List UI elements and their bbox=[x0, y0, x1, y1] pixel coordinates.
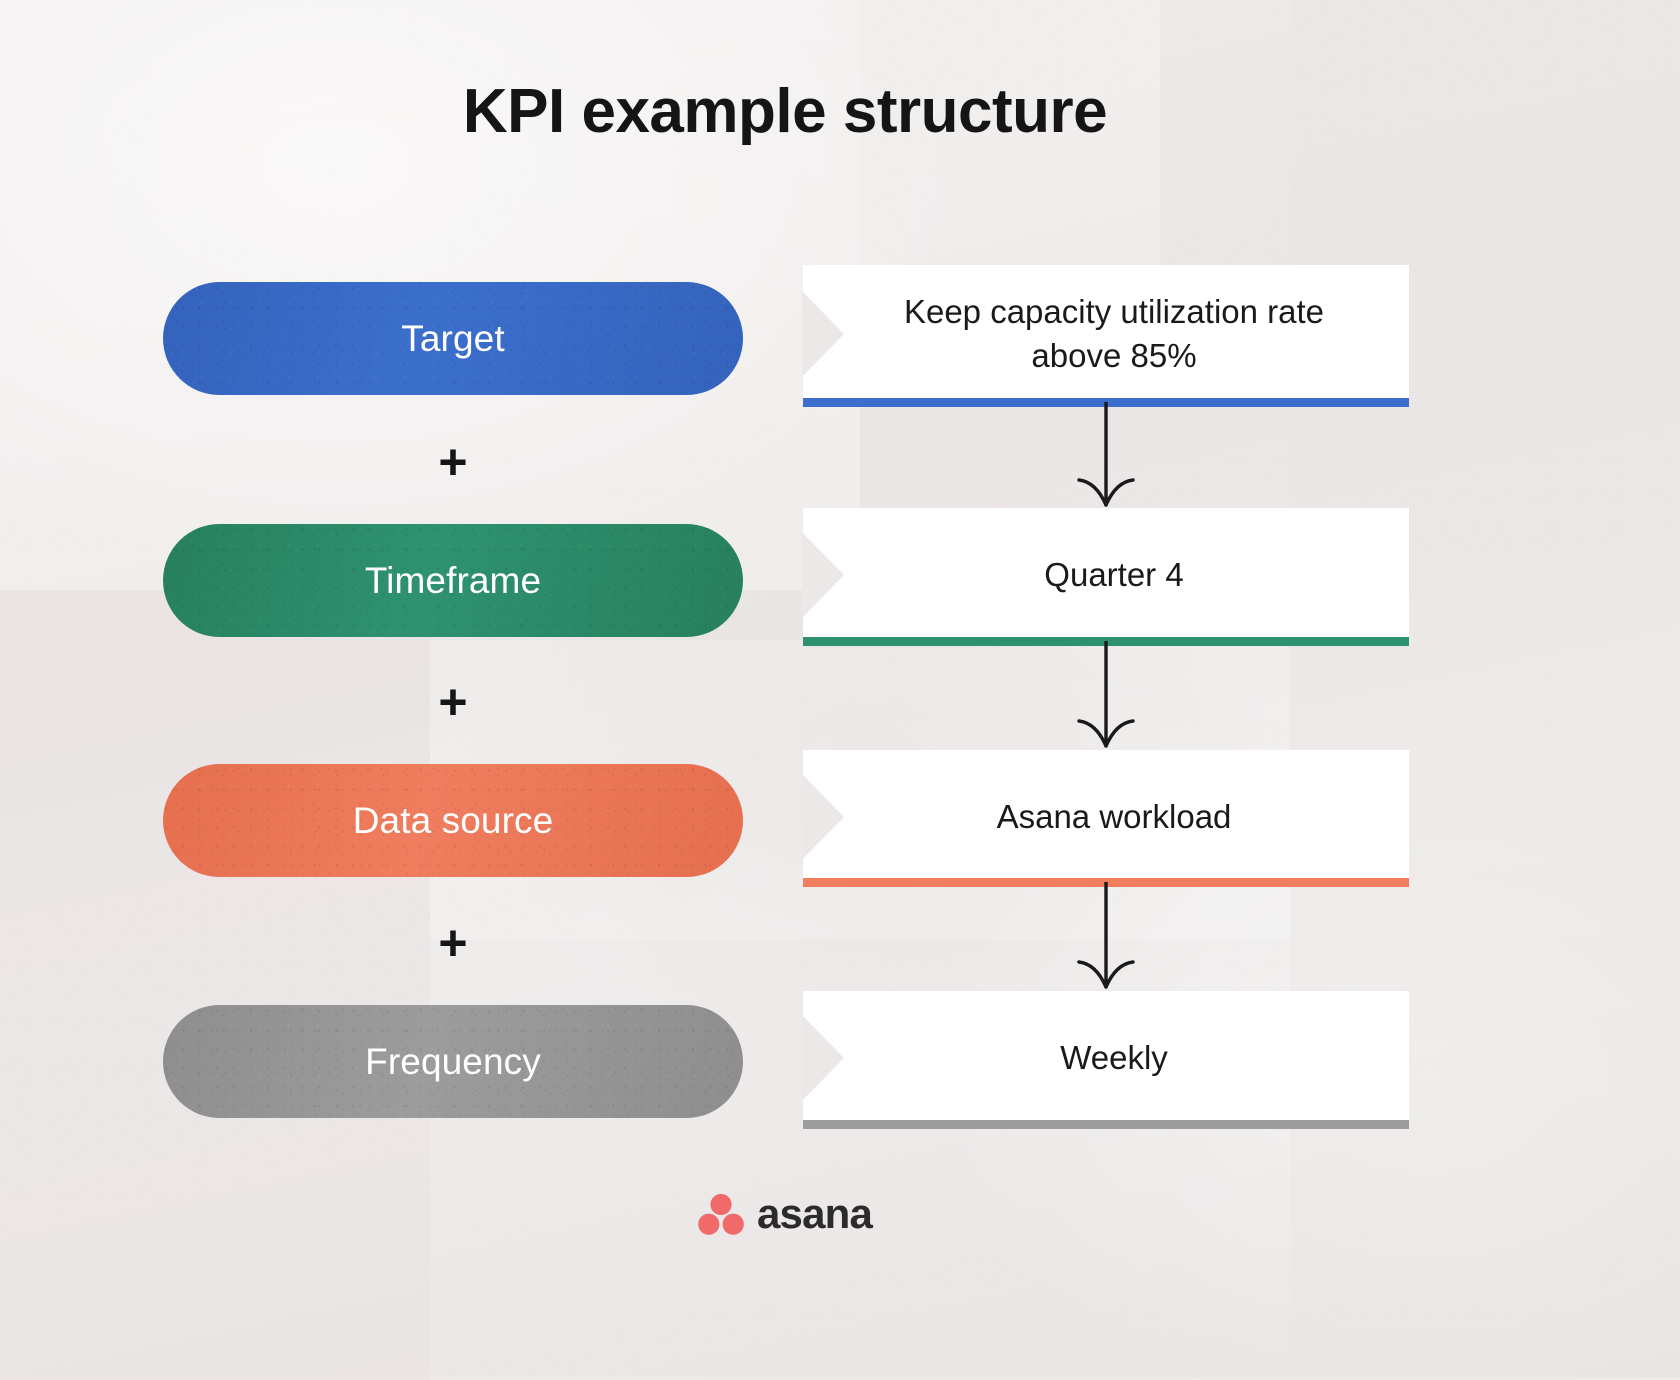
card-notch-icon bbox=[802, 532, 844, 618]
value-card-frequency: Weekly bbox=[802, 991, 1409, 1124]
flow-arrow-down-icon bbox=[1077, 402, 1135, 507]
plus-operator: + bbox=[438, 915, 468, 971]
value-text: Asana workload bbox=[996, 797, 1232, 835]
card-notch-icon bbox=[802, 773, 844, 860]
pill-label: Frequency bbox=[365, 1040, 541, 1082]
asana-logo: asana bbox=[0, 1190, 1570, 1238]
pill-label: Target bbox=[401, 317, 505, 359]
kpi-pill-frequency: Frequency bbox=[163, 1005, 743, 1118]
flow-arrow-down-icon bbox=[1077, 882, 1135, 989]
kpi-pill-target: Target bbox=[163, 282, 743, 395]
kpi-pill-data-source: Data source bbox=[163, 764, 743, 877]
pill-label: Data source bbox=[352, 799, 554, 841]
value-text: Weekly bbox=[1060, 1038, 1168, 1076]
value-text: Quarter 4 bbox=[1044, 556, 1184, 594]
card-accent-bar-frequency bbox=[803, 1120, 1409, 1129]
plus-operator: + bbox=[438, 434, 468, 490]
value-text: Keep capacity utilization rate above 85% bbox=[903, 292, 1325, 374]
asana-dots-icon bbox=[698, 1193, 744, 1235]
page-title: KPI example structure bbox=[462, 77, 1108, 146]
pill-grain-texture bbox=[163, 1005, 743, 1118]
kpi-pill-timeframe: Timeframe bbox=[163, 524, 743, 637]
pill-label: Timeframe bbox=[364, 559, 542, 601]
pill-grain-texture bbox=[163, 282, 743, 395]
value-card-data-source: Asana workload bbox=[802, 750, 1409, 883]
pill-grain-texture bbox=[163, 524, 743, 637]
card-notch-icon bbox=[802, 290, 844, 377]
paper-tone-block bbox=[1290, 0, 1680, 1377]
pill-grain-texture bbox=[163, 764, 743, 877]
card-notch-icon bbox=[802, 1014, 844, 1101]
value-card-timeframe: Quarter 4 bbox=[802, 508, 1409, 642]
value-card-target: Keep capacity utilization rate above 85% bbox=[802, 265, 1409, 402]
plus-operator: + bbox=[438, 674, 468, 730]
flow-arrow-down-icon bbox=[1077, 641, 1135, 748]
asana-wordmark: asana bbox=[756, 1190, 873, 1237]
